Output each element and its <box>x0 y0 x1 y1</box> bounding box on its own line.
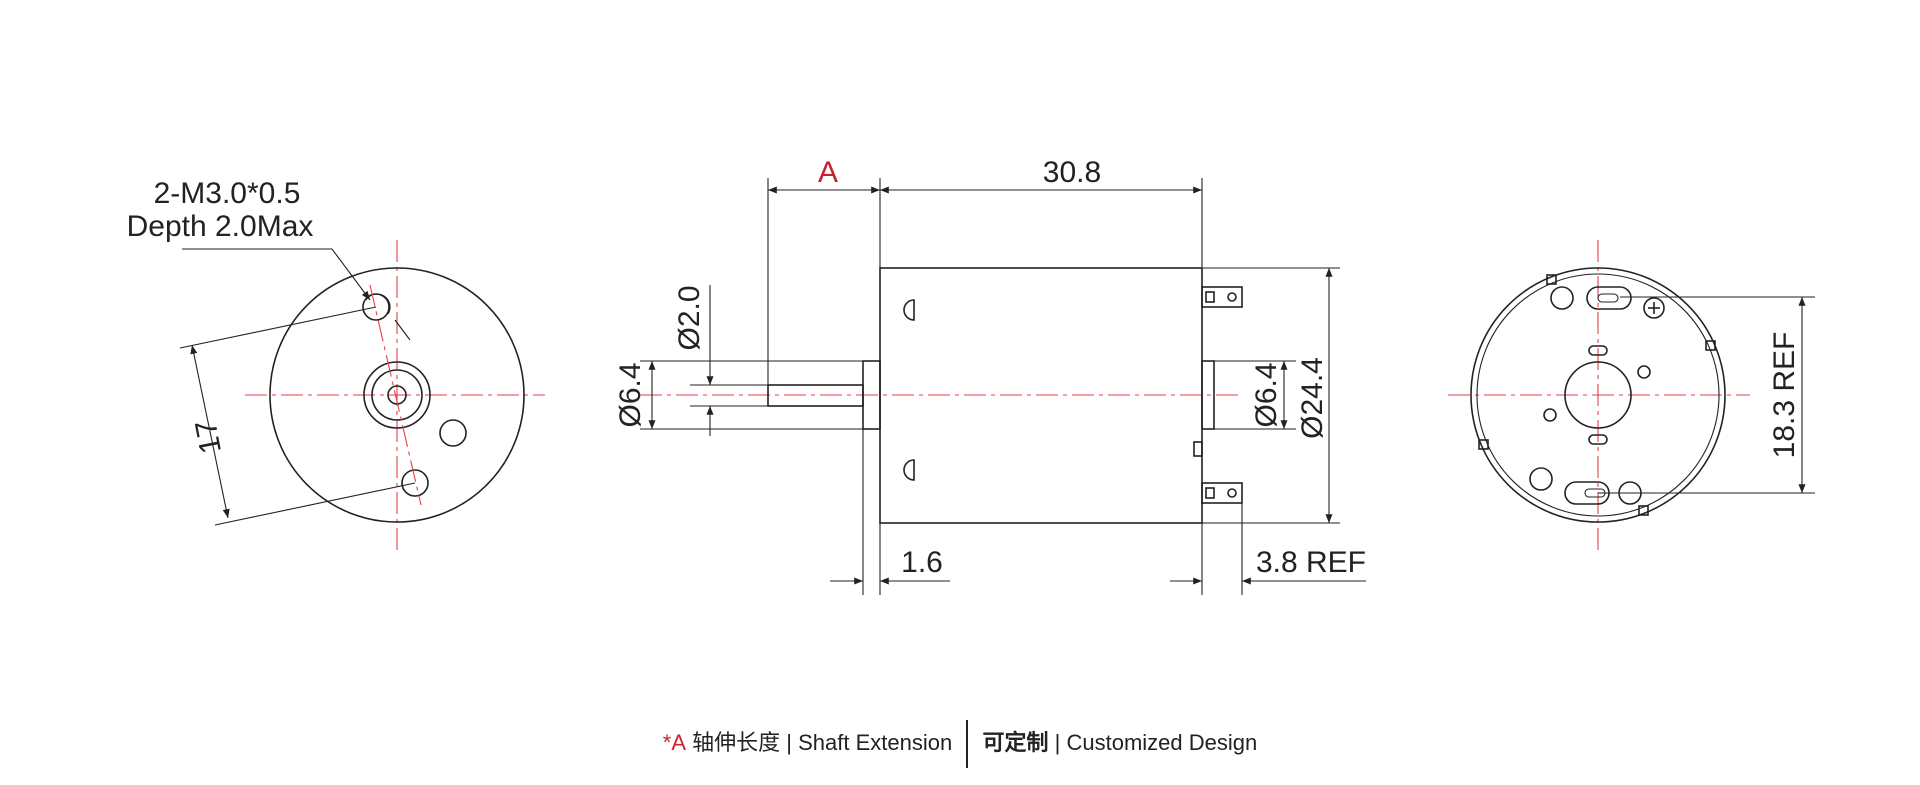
body-diameter-label: Ø24.4 <box>1296 357 1329 439</box>
footer-custom-en: Customized Design <box>1066 729 1258 755</box>
rear-boss-face <box>1564 361 1632 429</box>
footer-custom-cn: 可定制 <box>982 729 1049 755</box>
rear-body-outline <box>1470 267 1726 523</box>
footer-shaft-sep: | <box>786 729 792 755</box>
boss-diameter-right-label: Ø6.4 <box>1250 362 1283 427</box>
side-view: A 30.8 Ø2.0 Ø6.4 Ø6.4 Ø24.4 1.6 <box>614 156 1366 595</box>
terminal-top <box>1201 286 1243 308</box>
hole-spec-line1: 2-M3.0*0.5 <box>154 177 301 210</box>
shaft-extension-label: A <box>818 156 838 189</box>
plus-terminal-icon <box>1643 297 1665 319</box>
footer-custom-sep: | <box>1054 729 1061 755</box>
footer-note: *A 轴伸长度 | Shaft Extension 可定制 | Customiz… <box>0 720 1920 768</box>
hole-spacing-label: 17 <box>189 417 228 456</box>
shaft <box>767 384 864 407</box>
front-body-outline <box>269 267 525 523</box>
rear-boss <box>1201 360 1215 430</box>
body-length-label: 30.8 <box>1043 156 1101 189</box>
terminal-ref-label: 3.8 REF <box>1256 546 1366 579</box>
flange-thickness-label: 1.6 <box>901 546 943 579</box>
rear-view: 18.3 REF <box>1448 240 1815 552</box>
rear-terminal-top <box>1586 286 1632 310</box>
front-view: 17 2-M3.0*0.5 Depth 2.0Max <box>127 177 545 552</box>
footer-divider <box>966 720 969 768</box>
front-boss <box>363 361 431 429</box>
shaft-end <box>387 385 407 405</box>
hole-spec-line2: Depth 2.0Max <box>127 210 314 243</box>
boss-diameter-left-label: Ø6.4 <box>614 362 647 427</box>
footer-shaft-en: Shaft Extension <box>798 729 953 755</box>
footer-star: *A <box>662 729 687 755</box>
footer-shaft-cn: 轴伸长度 <box>692 729 781 755</box>
terminal-bottom <box>1201 482 1243 504</box>
shaft-diameter-label: Ø2.0 <box>673 285 706 350</box>
terminal-spacing-label: 18.3 REF <box>1768 332 1801 459</box>
vent-hole <box>439 419 467 447</box>
